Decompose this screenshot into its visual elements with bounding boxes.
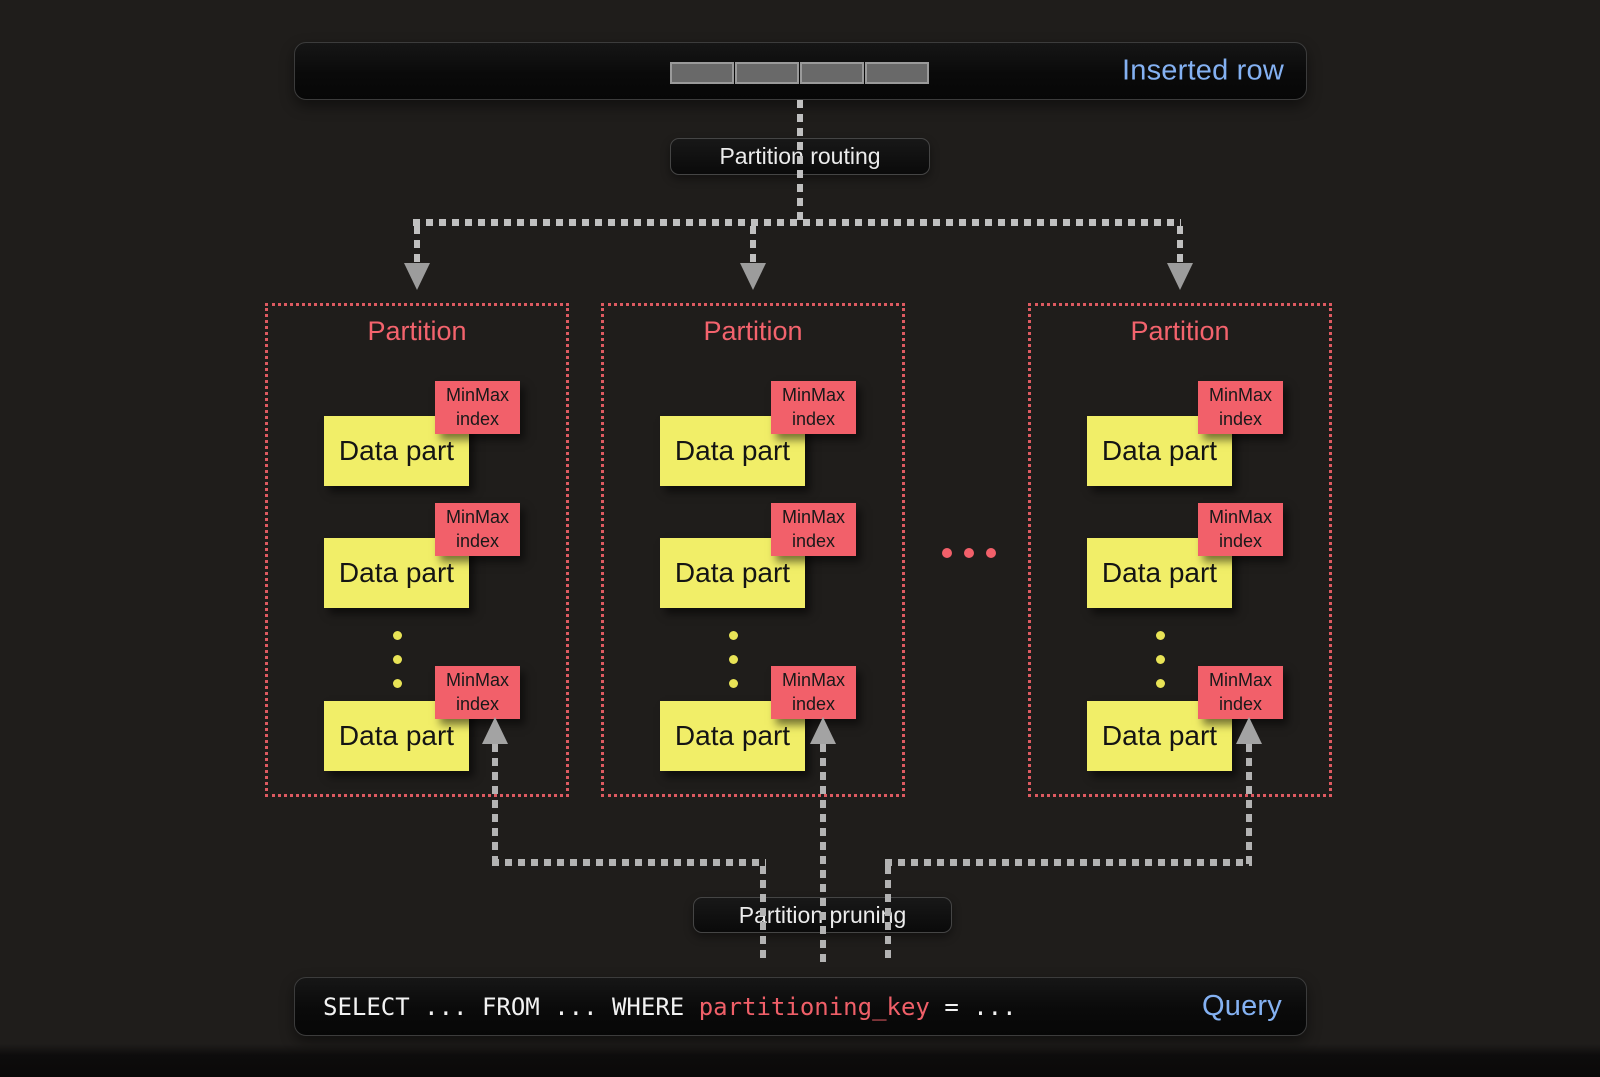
arrow-down-icon bbox=[404, 263, 430, 290]
partition-title: Partition bbox=[367, 316, 467, 346]
row-cell bbox=[800, 62, 864, 84]
partition-box: Partition MinMax index Data part MinMax … bbox=[601, 303, 905, 797]
more-partitions-ellipsis-icon bbox=[942, 548, 996, 558]
query-code: SELECT ... FROM ... WHERE partitioning_k… bbox=[323, 993, 1017, 1021]
row-cell bbox=[865, 62, 929, 84]
minmax-index-tag: MinMax index bbox=[1198, 381, 1283, 434]
pruning-line-left-icon bbox=[492, 744, 498, 866]
query-label: Query bbox=[1202, 990, 1282, 1022]
pruning-branch-left-icon bbox=[492, 859, 766, 866]
minmax-index-tag: MinMax index bbox=[435, 381, 520, 434]
arrow-down-icon bbox=[740, 263, 766, 290]
minmax-index-tag: MinMax index bbox=[1198, 666, 1283, 719]
bottom-shade bbox=[0, 1044, 1600, 1077]
minmax-index-tag: MinMax index bbox=[435, 666, 520, 719]
pruning-drop-right-icon bbox=[885, 866, 891, 963]
more-parts-dots-icon bbox=[1156, 631, 1165, 688]
minmax-index-tag: MinMax index bbox=[435, 503, 520, 556]
partition-title: Partition bbox=[1130, 316, 1230, 346]
inserted-row-label: Inserted row bbox=[1122, 54, 1284, 87]
pruning-branch-right-icon bbox=[885, 859, 1252, 866]
more-parts-dots-icon bbox=[729, 631, 738, 688]
inserted-row-bar: Inserted row bbox=[294, 42, 1307, 100]
pruning-drop-left-icon bbox=[760, 866, 766, 963]
minmax-index-tag: MinMax index bbox=[771, 381, 856, 434]
pruning-line-right-icon bbox=[1246, 744, 1252, 866]
flow-line-top-icon bbox=[797, 100, 803, 222]
partition-title: Partition bbox=[703, 316, 803, 346]
row-cell bbox=[735, 62, 799, 84]
query-code-suffix: = ... bbox=[929, 992, 1017, 1021]
drop-line-middle-icon bbox=[750, 226, 756, 266]
arrow-up-icon bbox=[482, 717, 508, 744]
branch-line-icon bbox=[413, 219, 1181, 226]
row-cells bbox=[670, 62, 929, 84]
row-cell bbox=[670, 62, 734, 84]
arrow-down-icon bbox=[1167, 263, 1193, 290]
arrow-up-icon bbox=[1236, 717, 1262, 744]
pruning-line-middle-icon bbox=[820, 744, 826, 963]
arrow-up-icon bbox=[810, 717, 836, 744]
partition-box: Partition MinMax index Data part MinMax … bbox=[1028, 303, 1332, 797]
drop-line-right-icon bbox=[1177, 226, 1183, 266]
more-parts-dots-icon bbox=[393, 631, 402, 688]
minmax-index-tag: MinMax index bbox=[771, 503, 856, 556]
minmax-index-tag: MinMax index bbox=[771, 666, 856, 719]
minmax-index-tag: MinMax index bbox=[1198, 503, 1283, 556]
data-part: Data part bbox=[324, 416, 469, 486]
partition-box: Partition MinMax index Data part MinMax … bbox=[265, 303, 569, 797]
partitioning-key-token: partitioning_key bbox=[698, 992, 930, 1021]
query-bar: SELECT ... FROM ... WHERE partitioning_k… bbox=[294, 977, 1307, 1036]
query-code-prefix: SELECT ... FROM ... WHERE bbox=[323, 992, 699, 1021]
drop-line-left-icon bbox=[414, 226, 420, 266]
